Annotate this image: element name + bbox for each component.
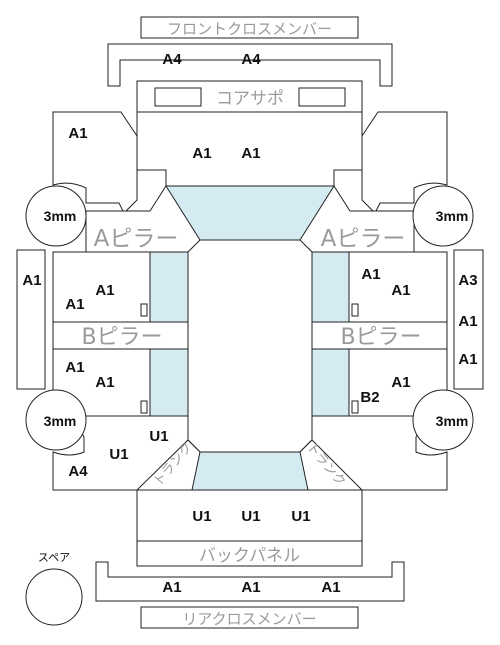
grade-label: A3 — [458, 272, 477, 289]
rear-cross-member-label-box — [140, 606, 359, 629]
grade-label: A1 — [321, 579, 340, 596]
grade-label: A1 — [65, 296, 84, 313]
front-cross-member-panel[interactable] — [107, 43, 393, 87]
grade-label: A1 — [458, 313, 477, 330]
grade-label: U1 — [192, 508, 211, 525]
grade-label: U1 — [291, 508, 310, 525]
wheel-front-left[interactable] — [25, 185, 87, 247]
grade-label: A1 — [391, 282, 410, 299]
grade-label: A1 — [391, 374, 410, 391]
grade-label: A1 — [65, 359, 84, 376]
fender-left-panel[interactable] — [52, 111, 138, 214]
front-door-left-glass[interactable] — [149, 251, 189, 323]
door-handle-icon — [351, 303, 359, 317]
rear-cross-member-label: リアクロスメンバー — [182, 610, 316, 628]
grade-label: A1 — [458, 351, 477, 368]
grade-label: A1 — [241, 145, 260, 162]
grade-label: U1 — [241, 508, 260, 525]
core-support-label: コアサポ — [216, 89, 284, 109]
grade-label: A1 — [95, 374, 114, 391]
fender-right-panel[interactable] — [361, 111, 448, 214]
b-pillar-left-label: Bピラー — [81, 325, 162, 350]
grade-label: A1 — [95, 282, 114, 299]
door-handle-icon — [351, 400, 359, 414]
wheel-rear-left[interactable] — [25, 389, 87, 451]
wheel-front-right[interactable] — [412, 185, 474, 247]
rear-cross-member-panel[interactable] — [95, 561, 405, 602]
b-pillar-right-band[interactable] — [311, 321, 448, 350]
side-sill-right-panel[interactable] — [453, 249, 484, 390]
front-door-right-glass[interactable] — [311, 251, 350, 323]
spare-label: スペア — [38, 551, 70, 564]
rear-window-glass[interactable] — [191, 451, 309, 491]
grade-label: U1 — [149, 428, 168, 445]
grade-label: A1 — [22, 272, 41, 289]
rear-door-right-glass[interactable] — [311, 348, 350, 417]
front-cross-member-label: フロントクロスメンバー — [167, 20, 332, 38]
b-pillar-right-label: Bピラー — [340, 325, 421, 350]
side-sill-left-panel[interactable] — [16, 249, 46, 390]
roof-panel[interactable] — [187, 239, 313, 453]
grade-label: A1 — [162, 579, 181, 596]
grade-label: A1 — [361, 266, 380, 283]
grade-label: A1 — [192, 145, 211, 162]
grade-label: B2 — [360, 389, 379, 406]
grade-label: A4 — [241, 51, 261, 68]
spare-tire[interactable] — [25, 568, 83, 626]
headlight-right — [298, 87, 346, 107]
grade-label: U1 — [109, 446, 128, 463]
door-handle-icon — [140, 303, 148, 317]
tread-depth-label: 3mm — [44, 413, 77, 429]
grade-label: A1 — [241, 579, 260, 596]
headlight-left — [154, 87, 202, 107]
back-panel-label: バックパネル — [199, 546, 300, 566]
rear-door-left-glass[interactable] — [149, 348, 189, 417]
tread-depth-label: 3mm — [436, 208, 469, 224]
a-pillar-left-label: Aピラー — [94, 226, 179, 252]
tread-depth-label: 3mm — [436, 413, 469, 429]
grade-label: A4 — [162, 51, 182, 68]
back-panel[interactable] — [136, 540, 363, 567]
tread-depth-label: 3mm — [44, 208, 77, 224]
door-handle-icon — [140, 400, 148, 414]
grade-label: A1 — [68, 125, 87, 142]
grade-label: A4 — [68, 463, 88, 480]
a-pillar-right-label: Aピラー — [321, 226, 406, 252]
wheel-rear-right[interactable] — [412, 389, 474, 451]
front-cross-member-label-box — [140, 16, 359, 39]
